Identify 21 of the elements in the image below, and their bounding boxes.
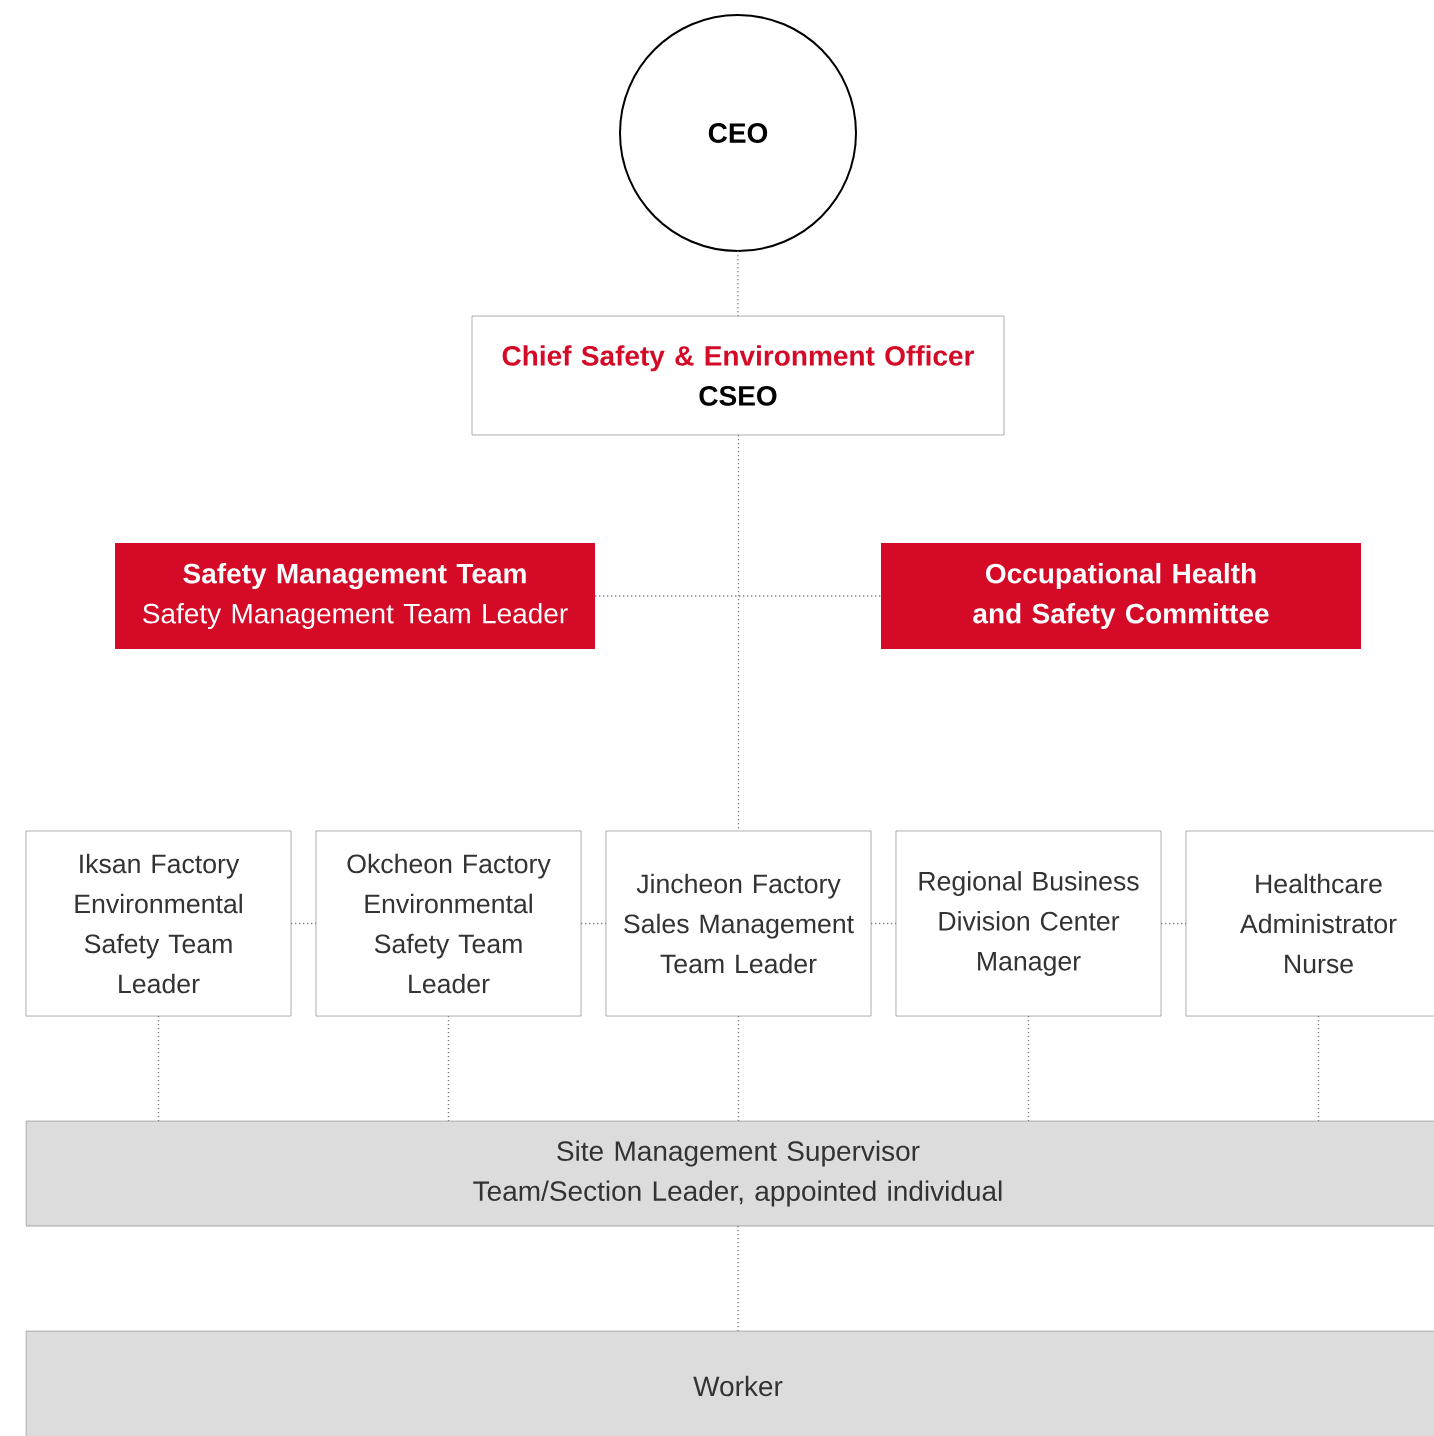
connector-line [447,1015,450,1122]
connector-line [870,922,897,925]
role-box: Iksan Factory Environmental Safety Team Leader [25,830,292,1017]
connector-line [737,250,739,317]
staff-band: Worker [25,1330,1434,1436]
role-box: Healthcare Administrator Nurse [1185,830,1434,1017]
connector-line [1027,1015,1030,1122]
team-box: Safety Management Team Safety Management Team Leader [115,543,595,649]
connector-line [594,595,882,597]
role-box: Okcheon Factory Environmental Safety Team Leader [315,830,582,1017]
connector-line [580,922,607,925]
officer-box: Chief Safety & Environment Officer CSEO [471,315,1005,436]
role-box: Regional Business Division Center Manager [895,830,1162,1017]
connector-line [290,922,317,925]
connector-line [1160,922,1187,925]
role-box: Jincheon Factory Sales Management Team Leader [605,830,872,1017]
staff-band: Site Management Supervisor Team/Section Leader, appointed individual [25,1120,1434,1227]
connector-line [157,1015,160,1122]
connector-line [1317,1015,1320,1122]
team-box: Occupational Health and Safety Committee [881,543,1361,649]
connector-line [737,1015,740,1122]
